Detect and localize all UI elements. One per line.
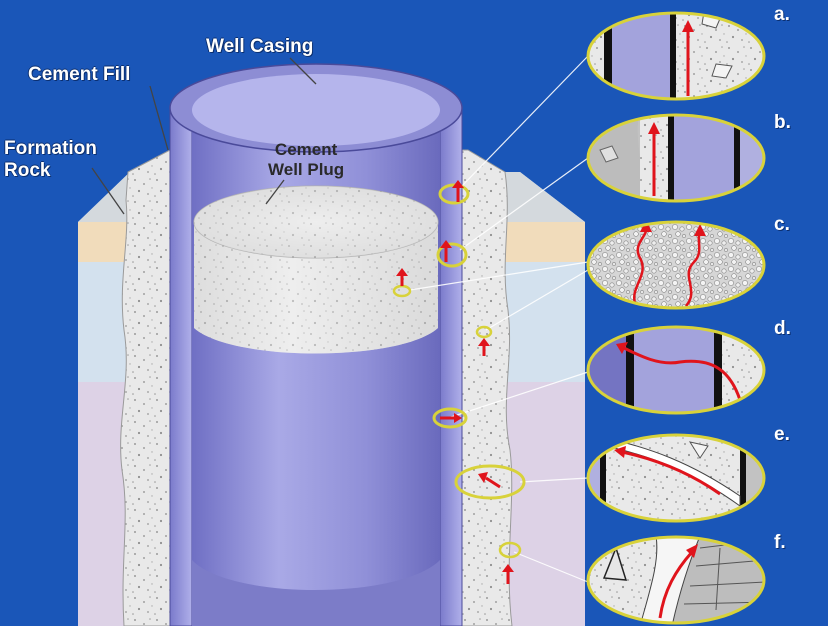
detail-oval-f <box>586 535 766 625</box>
detail-oval-b <box>586 113 766 203</box>
cement-fill-label: Cement Fill <box>28 64 131 85</box>
leak-marker-c <box>392 268 493 356</box>
detail-oval-e <box>586 433 766 523</box>
leak-markers <box>392 180 526 584</box>
leak-marker-a <box>438 180 470 205</box>
cement-well-plug <box>193 185 439 354</box>
detail-letter-d: d. <box>774 318 791 339</box>
leak-marker-b <box>436 240 468 268</box>
detail-oval-d <box>586 325 766 415</box>
detail-letter-f: f. <box>774 532 786 553</box>
formation-rock-label: Formation Rock <box>4 138 97 181</box>
well-casing <box>169 63 463 626</box>
detail-oval-c <box>586 220 766 310</box>
detail-letter-b: b. <box>774 112 791 133</box>
leak-marker-d <box>432 407 468 429</box>
detail-letter-e: e. <box>774 424 790 445</box>
leak-marker-f <box>498 541 522 584</box>
cement-well-plug-label: Cement Well Plug <box>268 140 345 179</box>
well-casing-label: Well Casing <box>206 36 314 57</box>
detail-letter-c: c. <box>774 214 790 235</box>
detail-oval-a <box>586 11 766 101</box>
detail-letter-a: a. <box>774 4 790 25</box>
cement-fill <box>120 149 513 626</box>
label-leaders <box>91 57 317 215</box>
leak-marker-e <box>454 464 526 500</box>
callout-leaders <box>409 55 589 583</box>
